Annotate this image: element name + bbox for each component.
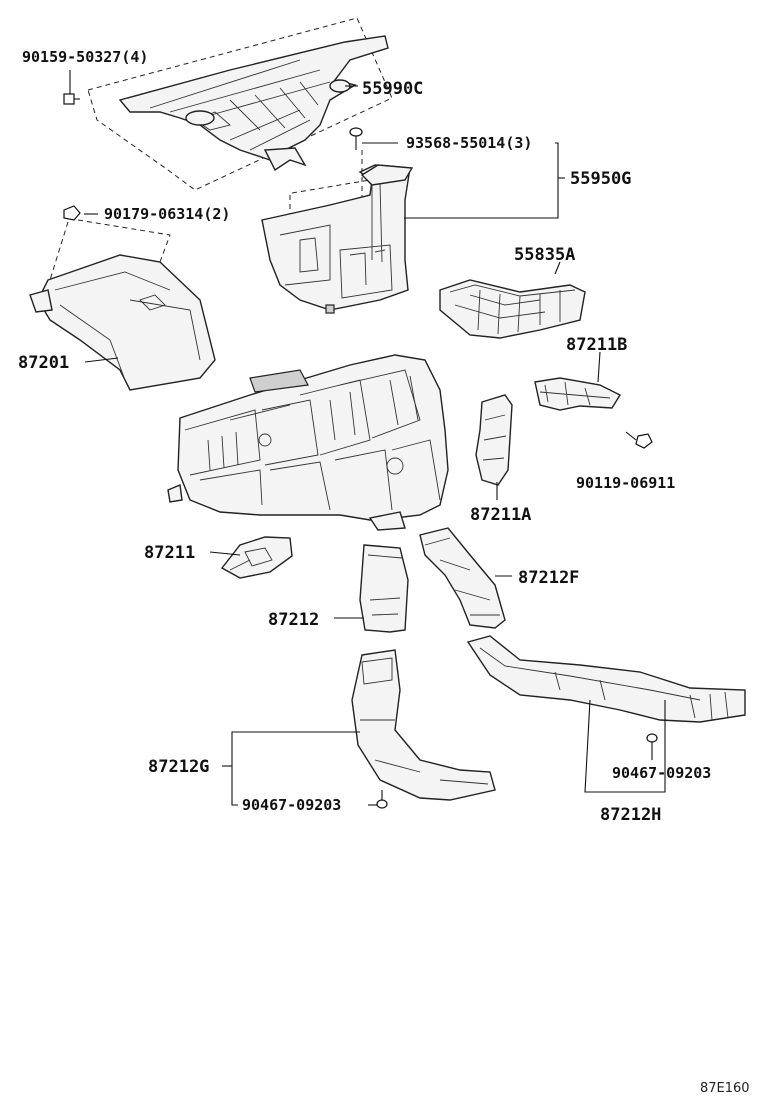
part-87211b-bracket (534, 377, 621, 411)
label-87211: 87211 (144, 543, 195, 563)
label-55835a: 55835A (514, 245, 575, 265)
label-87212f: 87212F (518, 568, 579, 588)
part-87212f-duct (419, 527, 506, 629)
part-87211-bracket (220, 536, 293, 579)
screw-93568-icon (349, 127, 363, 150)
label-55990c: 55990C (362, 79, 423, 99)
label-87212: 87212 (268, 610, 319, 630)
label-93568: 93568-55014(3) (406, 134, 532, 152)
diagram-code: 87E160 (700, 1081, 750, 1096)
label-90179: 90179-06314(2) (104, 205, 230, 223)
part-55990c-cover (87, 17, 393, 191)
label-90159: 90159-50327(4) (22, 48, 148, 66)
part-55835a-duct (439, 279, 586, 339)
part-87201-cover (29, 219, 216, 391)
part-87212g-duct (351, 649, 496, 801)
label-90467-left: 90467-09203 (242, 796, 341, 814)
screw-90467-left-icon (376, 790, 388, 809)
label-90119: 90119-06911 (576, 474, 675, 492)
label-87211b: 87211B (566, 335, 627, 355)
nut-90179-icon (63, 205, 81, 221)
bolt-90119-icon (625, 431, 653, 449)
part-55950g-housing (261, 150, 414, 314)
part-87212h-duct (466, 635, 746, 723)
label-90467-right: 90467-09203 (612, 764, 711, 782)
part-87212-duct (359, 544, 409, 633)
leader-lines (84, 85, 666, 806)
label-87211a: 87211A (470, 505, 531, 525)
label-87201: 87201 (18, 353, 69, 373)
part-87211a-bracket (475, 394, 513, 486)
label-87212h: 87212H (600, 805, 661, 825)
label-87212g: 87212G (148, 757, 209, 777)
screw-90467-right-icon (646, 733, 658, 752)
part-heater-unit (167, 354, 449, 531)
label-55950g: 55950G (570, 169, 631, 189)
bolt-90159-icon (63, 70, 80, 105)
